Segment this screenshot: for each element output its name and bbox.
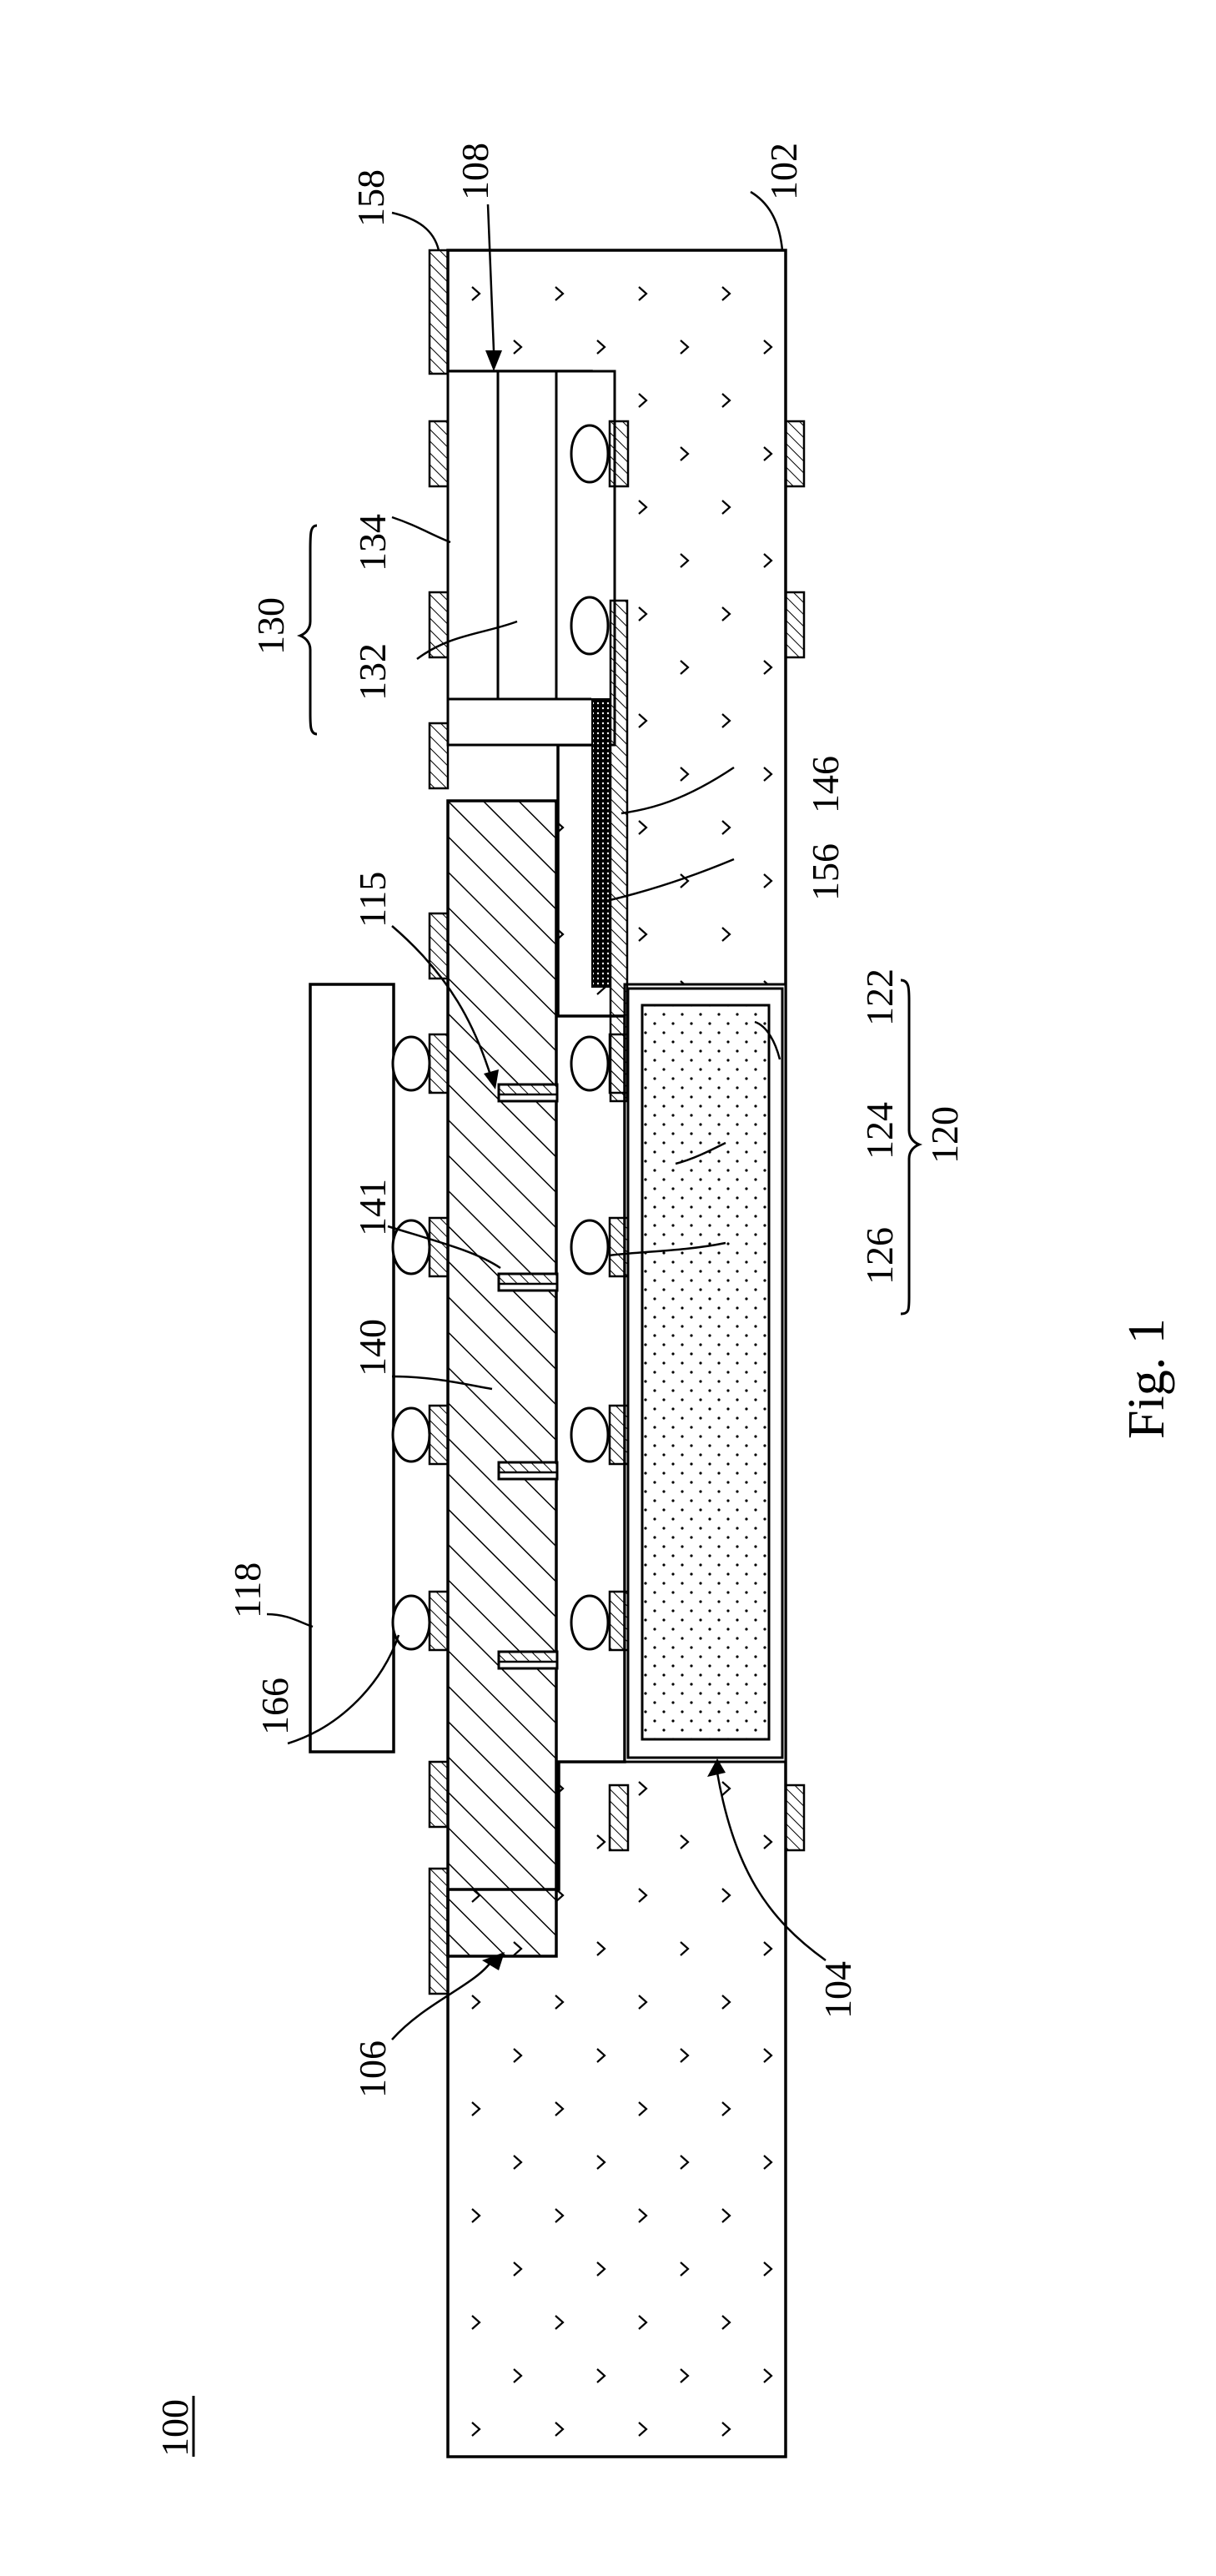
label-115: 115 <box>351 872 394 928</box>
label-102: 102 <box>762 143 805 200</box>
via-141 <box>499 1084 557 1094</box>
leader-134 <box>392 517 450 542</box>
bottom-pads <box>786 421 804 1850</box>
label-108: 108 <box>454 143 496 200</box>
pad <box>610 1592 628 1650</box>
bracket-120 <box>901 980 919 1314</box>
solder-ball <box>571 1408 608 1462</box>
label-134: 134 <box>351 514 394 571</box>
pad <box>610 421 628 486</box>
pad <box>610 1034 628 1093</box>
label-126: 126 <box>858 1227 901 1285</box>
pad <box>610 1218 628 1276</box>
via-141 <box>499 1462 557 1472</box>
solder-ball <box>571 425 608 482</box>
leader-158 <box>392 213 439 250</box>
label-130: 130 <box>249 597 292 655</box>
figure-caption: Fig. 1 <box>1118 1318 1175 1439</box>
bracket-130 <box>300 526 317 734</box>
label-140: 140 <box>351 1319 394 1376</box>
label-132: 132 <box>351 643 394 701</box>
pad-158 <box>430 250 448 374</box>
pad <box>786 592 804 657</box>
pad <box>430 913 448 979</box>
label-166: 166 <box>254 1678 296 1735</box>
label-104: 104 <box>817 1961 859 2019</box>
solder-ball <box>571 1220 608 1274</box>
pad <box>610 1785 628 1850</box>
pad <box>430 1592 448 1650</box>
solder-ball-166 <box>393 1596 430 1649</box>
label-106: 106 <box>351 2040 394 2098</box>
pad <box>430 1869 448 1994</box>
pad <box>610 1406 628 1464</box>
solder-ball <box>571 1596 608 1649</box>
pad <box>430 592 448 657</box>
pad <box>430 1762 448 1827</box>
pad <box>430 1034 448 1093</box>
label-156: 156 <box>804 843 847 901</box>
leader-118 <box>267 1614 313 1627</box>
component-132 <box>498 371 556 699</box>
frame-106 <box>448 801 556 1956</box>
pad <box>430 723 448 788</box>
label-120: 120 <box>923 1106 966 1164</box>
label-141: 141 <box>351 1179 394 1236</box>
solder-ball <box>571 1037 608 1090</box>
overall-ref-100: 100 <box>153 2399 196 2457</box>
label-118: 118 <box>226 1562 269 1618</box>
label-124: 124 <box>858 1102 901 1160</box>
via-141 <box>499 1652 557 1662</box>
pad <box>430 1406 448 1464</box>
solder-ball-166 <box>393 1037 430 1090</box>
label-158: 158 <box>349 169 392 227</box>
pad <box>430 1218 448 1276</box>
solder-ball <box>571 597 608 654</box>
via-141 <box>499 1274 557 1284</box>
redistribution-146 <box>611 601 627 1101</box>
die-124-core <box>642 1005 769 1739</box>
label-146: 146 <box>804 756 847 813</box>
solder-ball-166 <box>393 1408 430 1462</box>
adhesive-156 <box>592 699 611 987</box>
label-122: 122 <box>858 969 901 1026</box>
top-pads <box>430 250 448 1994</box>
pad <box>786 1785 804 1850</box>
pad <box>786 421 804 486</box>
pad <box>430 421 448 486</box>
